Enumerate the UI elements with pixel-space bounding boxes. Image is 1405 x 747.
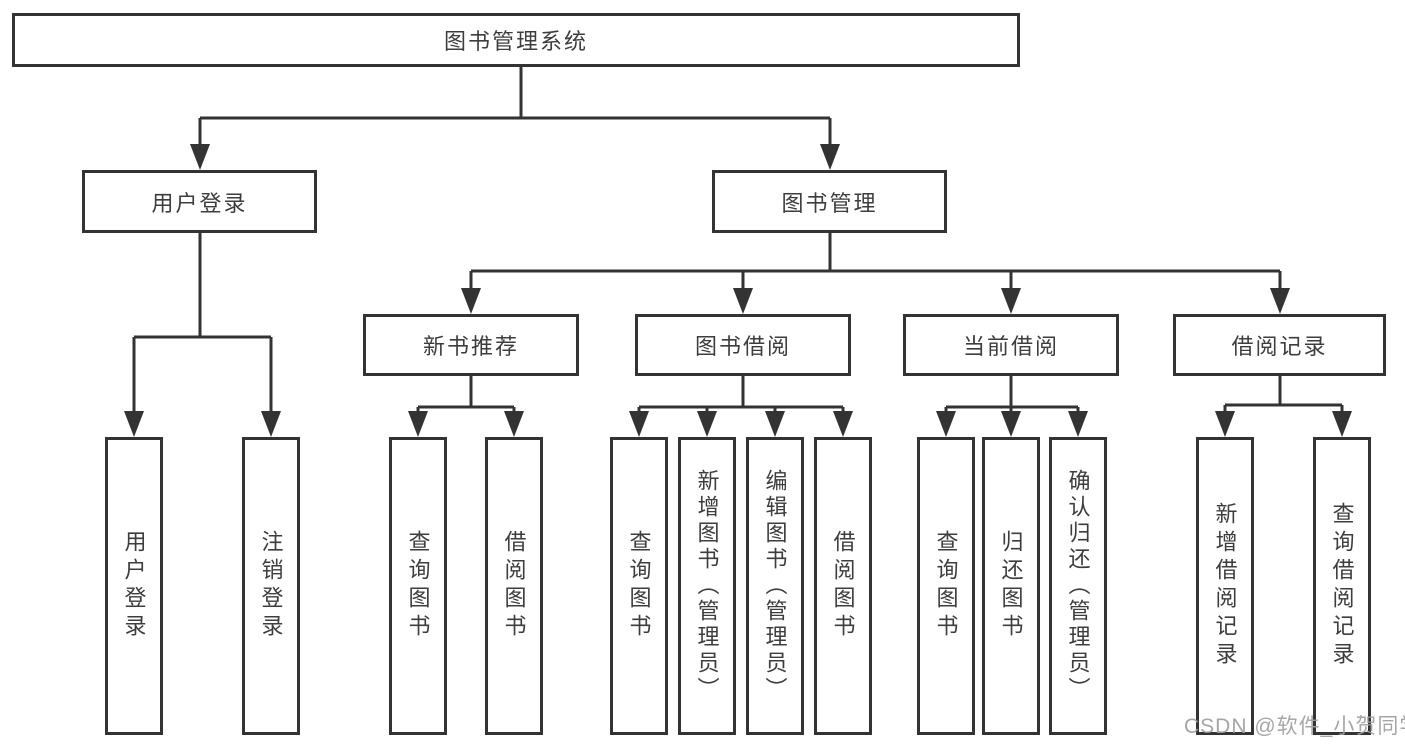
leaf-label: 用户登录 xyxy=(121,530,147,642)
leaf-label: 借阅图书 xyxy=(501,530,527,642)
arrowhead-icon xyxy=(1270,288,1290,314)
leaf-confirm-return-admin: 确认归还（管理员） xyxy=(1049,437,1107,735)
leaf-query-books-current: 查询图书 xyxy=(917,437,975,735)
leaf-label: 查询图书 xyxy=(626,530,652,642)
arrowhead-icon xyxy=(697,411,717,437)
arrowhead-icon xyxy=(461,288,481,314)
node-label: 新书推荐 xyxy=(422,334,519,359)
leaf-logout: 注销登录 xyxy=(242,437,300,735)
leaf-query-books-borrow: 查询图书 xyxy=(610,437,668,735)
arrowhead-icon xyxy=(629,411,649,437)
arrowhead-icon xyxy=(765,411,785,437)
leaf-add-books-admin: 新增图书（管理员） xyxy=(678,437,736,735)
node-borrow-records: 借阅记录 xyxy=(1173,314,1386,376)
node-new-book-recommend: 新书推荐 xyxy=(363,314,579,376)
node-label: 图书管理 xyxy=(781,190,878,216)
leaf-label: 确认归还（管理员） xyxy=(1065,469,1091,703)
arrowhead-icon xyxy=(733,288,753,314)
leaf-label: 查询借阅记录 xyxy=(1329,502,1355,670)
leaf-label: 注销登录 xyxy=(258,530,284,642)
connector-root-to-level2 xyxy=(198,67,832,146)
node-system-root: 图书管理系统 xyxy=(12,13,1020,67)
node-current-borrow: 当前借阅 xyxy=(903,314,1119,376)
leaf-query-borrow-record: 查询借阅记录 xyxy=(1313,437,1371,735)
arrowhead-icon xyxy=(190,144,210,170)
leaf-user-login: 用户登录 xyxy=(105,437,163,735)
node-label: 用户登录 xyxy=(151,190,248,216)
arrowhead-icon xyxy=(1001,411,1021,437)
connector-bookborrow-to-leaves xyxy=(637,376,845,413)
arrowhead-icons xyxy=(124,144,1352,437)
arrowhead-icon xyxy=(1001,288,1021,314)
arrowhead-icon xyxy=(936,411,956,437)
node-label: 图书借阅 xyxy=(694,334,791,359)
watermark: CSDN @软件_小贺同学 xyxy=(1184,715,1405,738)
leaf-label: 查询图书 xyxy=(405,530,431,642)
leaf-return-books: 归还图书 xyxy=(982,437,1040,735)
arrowhead-icon xyxy=(504,411,524,437)
arrowhead-icon xyxy=(1068,411,1088,437)
arrowhead-icon xyxy=(124,411,144,437)
leaf-label: 新增图书（管理员） xyxy=(694,469,720,703)
leaf-query-books-recommend: 查询图书 xyxy=(389,437,447,735)
leaf-borrow-books: 借阅图书 xyxy=(814,437,872,735)
node-user-login: 用户登录 xyxy=(82,170,317,233)
node-book-borrow: 图书借阅 xyxy=(635,314,851,376)
leaf-add-borrow-record: 新增借阅记录 xyxy=(1196,437,1254,735)
leaf-label: 归还图书 xyxy=(998,530,1024,642)
connector-records-to-leaves xyxy=(1223,376,1344,413)
connector-bookmgmt-to-level3 xyxy=(469,233,1282,292)
leaf-label: 借阅图书 xyxy=(830,530,856,642)
arrowhead-icon xyxy=(820,144,840,170)
arrowhead-icon xyxy=(1215,411,1235,437)
arrowhead-icon xyxy=(1332,411,1352,437)
node-label: 图书管理系统 xyxy=(443,29,588,54)
node-book-management: 图书管理 xyxy=(712,170,947,233)
arrowhead-icon xyxy=(261,411,281,437)
leaf-edit-books-admin: 编辑图书（管理员） xyxy=(746,437,804,735)
connector-currentborrow-to-leaves xyxy=(944,376,1080,413)
leaf-label: 编辑图书（管理员） xyxy=(762,469,788,703)
connector-newbook-to-leaves xyxy=(416,376,516,413)
connector-userlogin-to-leaves xyxy=(132,233,273,413)
node-label: 借阅记录 xyxy=(1231,334,1328,359)
leaf-borrow-books-recommend: 借阅图书 xyxy=(485,437,543,735)
leaf-label: 新增借阅记录 xyxy=(1212,502,1238,670)
arrowhead-icon xyxy=(408,411,428,437)
node-label: 当前借阅 xyxy=(962,334,1059,359)
leaf-label: 查询图书 xyxy=(933,530,959,642)
arrowhead-icon xyxy=(833,411,853,437)
